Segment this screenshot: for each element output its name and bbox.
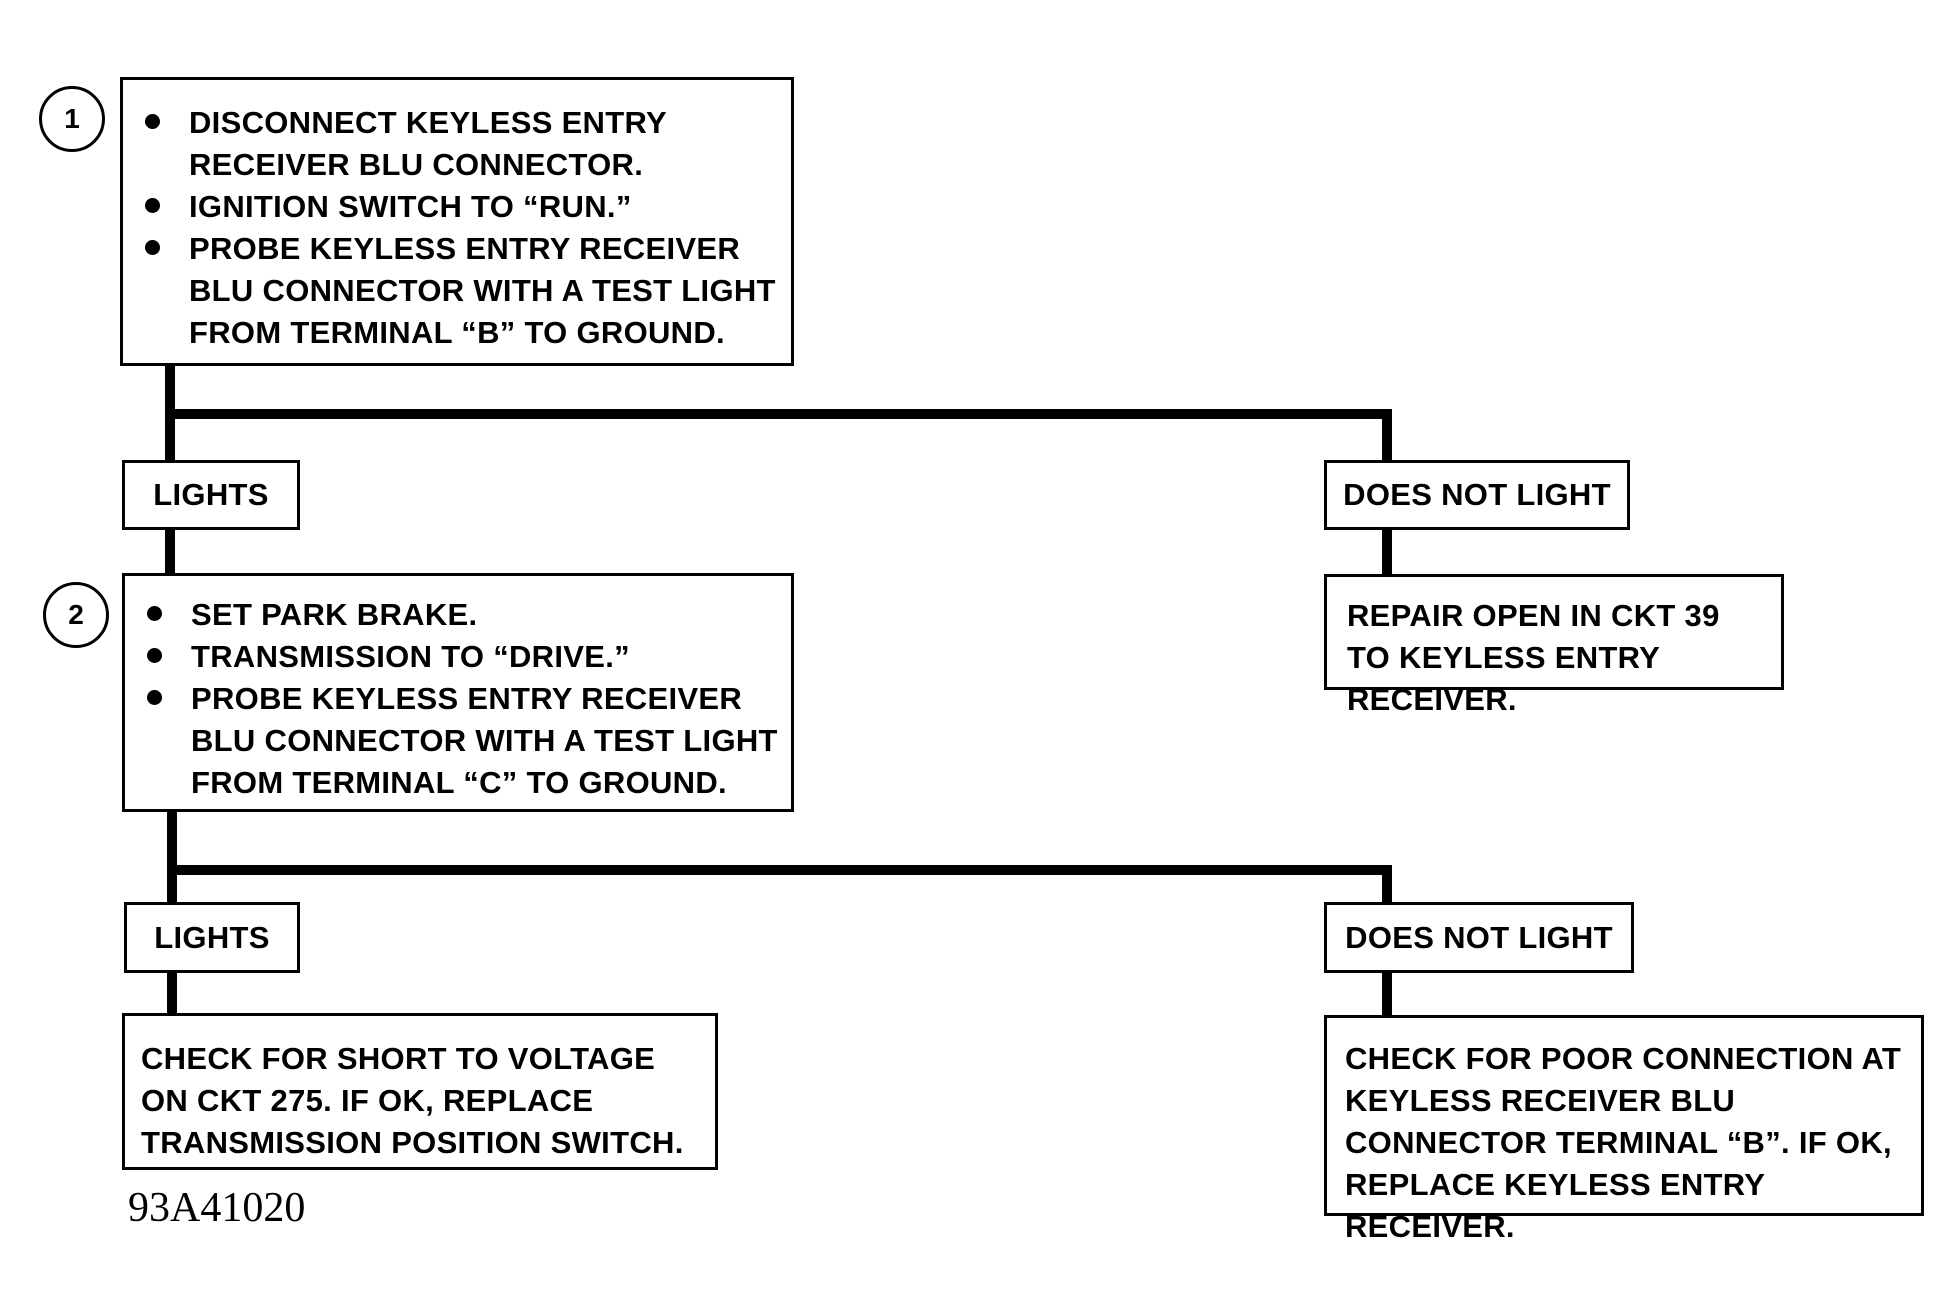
step2-bullet: PROBE KEYLESS ENTRY RECEIVER BLU CONNECT… <box>125 678 781 804</box>
branch2-no-result: CHECK FOR POOR CONNECTION AT KEYLESS REC… <box>1324 1015 1924 1244</box>
step1-bullet: DISCONNECT KEYLESS ENTRY RECEIVER BLU CO… <box>123 102 781 186</box>
branch1-lights-label: LIGHTS <box>122 460 300 530</box>
bullet-icon <box>147 648 162 663</box>
bullet-icon <box>145 198 160 213</box>
branch1-no-result: REPAIR OPEN IN CKT 39 TO KEYLESS ENTRY R… <box>1324 574 1784 717</box>
branch2-does-not-light-label: DOES NOT LIGHT <box>1324 902 1634 973</box>
bullet-icon <box>145 240 160 255</box>
bullet-icon <box>147 606 162 621</box>
branch2-yes-result: CHECK FOR SHORT TO VOLTAGE ON CKT 275. I… <box>122 1013 718 1170</box>
bullet-icon <box>145 114 160 129</box>
figure-id: 93A41020 <box>128 1185 306 1231</box>
step2-box: SET PARK BRAKE. TRANSMISSION TO “DRIVE.”… <box>122 573 794 812</box>
step-number-1: 1 <box>39 86 105 152</box>
branch2-lights-label: LIGHTS <box>124 902 300 973</box>
step-number-2: 2 <box>43 582 109 648</box>
step2-bullet: SET PARK BRAKE. <box>125 594 781 636</box>
step2-bullet: TRANSMISSION TO “DRIVE.” <box>125 636 781 678</box>
step1-box: DISCONNECT KEYLESS ENTRY RECEIVER BLU CO… <box>120 77 794 366</box>
step1-bullet: IGNITION SWITCH TO “RUN.” <box>123 186 781 228</box>
step1-bullet: PROBE KEYLESS ENTRY RECEIVER BLU CONNECT… <box>123 228 781 354</box>
branch1-does-not-light-label: DOES NOT LIGHT <box>1324 460 1630 530</box>
bullet-icon <box>147 690 162 705</box>
